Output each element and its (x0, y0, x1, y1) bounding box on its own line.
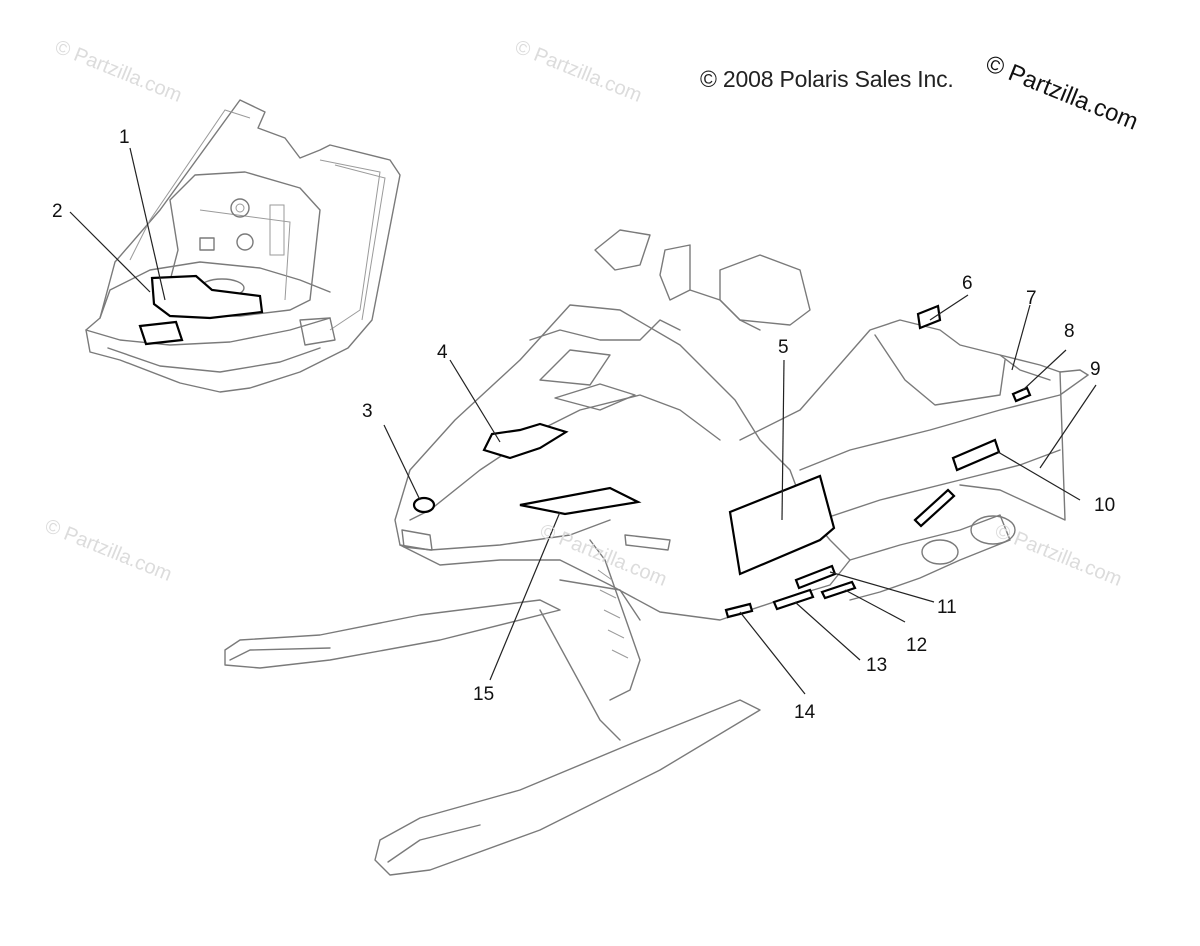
snowmobile-drawing (224, 229, 1089, 876)
callout-10: 10 (1094, 495, 1116, 516)
callout-3: 3 (362, 401, 373, 422)
callout-4: 4 (437, 342, 448, 363)
callout-15: 15 (473, 684, 495, 705)
callout-11: 11 (937, 597, 957, 618)
leader-lines (69, 147, 1097, 695)
callout-12: 12 (906, 635, 928, 656)
copyright-text: © 2008 Polaris Sales Inc. (700, 66, 954, 92)
callout-13: 13 (866, 655, 888, 676)
callout-6: 6 (962, 273, 973, 294)
callout-2: 2 (52, 201, 63, 222)
callout-1: 1 (119, 127, 130, 148)
console-inset-drawing (85, 99, 401, 393)
callout-8: 8 (1064, 321, 1075, 342)
callout-7: 7 (1026, 288, 1037, 309)
callout-14: 14 (794, 702, 816, 723)
callout-9: 9 (1090, 359, 1101, 380)
callout-5: 5 (778, 337, 789, 358)
decal-shapes (412, 304, 1032, 619)
